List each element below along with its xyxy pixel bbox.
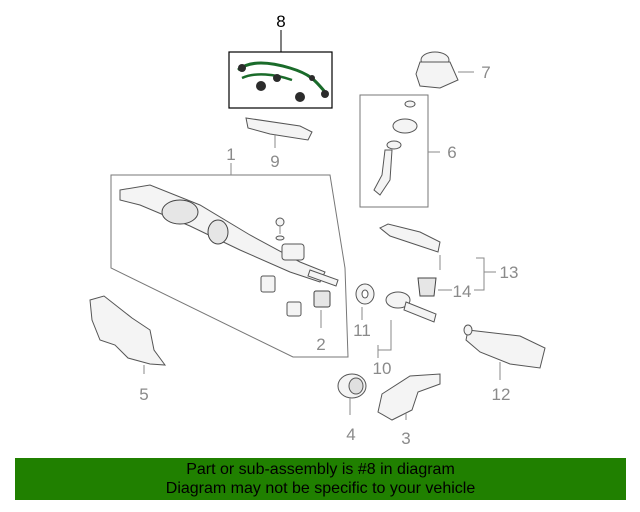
callout-13[interactable]: 13	[500, 263, 519, 282]
part-7-mount[interactable]	[415, 51, 474, 89]
part-11-washer[interactable]	[355, 283, 375, 320]
banner-line-2: Diagram may not be specific to your vehi…	[165, 480, 476, 497]
callout-11[interactable]: 11	[353, 321, 371, 340]
part-6-valve-assembly[interactable]	[359, 94, 440, 208]
callout-10[interactable]: 10	[373, 359, 392, 378]
part-13-tie-rod-end[interactable]	[379, 223, 496, 291]
part-1-steering-gear[interactable]	[110, 163, 349, 358]
part-4-bushing[interactable]	[337, 373, 367, 415]
callout-14[interactable]: 14	[453, 282, 472, 301]
parts-diagram: 8 9 1 2 5 7	[89, 12, 546, 448]
callout-3[interactable]: 3	[401, 429, 410, 448]
callout-5[interactable]: 5	[139, 385, 148, 404]
callout-2[interactable]: 2	[316, 335, 325, 354]
callout-8[interactable]: 8	[276, 12, 285, 31]
callout-9[interactable]: 9	[270, 152, 279, 171]
part-10-tie-rod[interactable]	[377, 291, 437, 358]
part-5-shield[interactable]	[89, 295, 167, 374]
part-14-nut[interactable]	[417, 277, 452, 297]
part-3-bracket[interactable]	[377, 373, 441, 421]
callout-4[interactable]: 4	[346, 425, 355, 444]
callout-7[interactable]: 7	[481, 63, 490, 82]
banner-line-1: Part or sub-assembly is #8 in diagram	[186, 461, 455, 478]
callout-1[interactable]: 1	[226, 145, 235, 164]
part-12-boot[interactable]	[463, 324, 546, 380]
notice-banner: Part or sub-assembly is #8 in diagram Di…	[15, 458, 626, 500]
callout-12[interactable]: 12	[492, 385, 511, 404]
part-bolt-small	[275, 217, 285, 241]
callout-6[interactable]: 6	[447, 143, 456, 162]
part-8-harness[interactable]	[228, 30, 333, 109]
part-2-bushings[interactable]	[260, 275, 331, 328]
part-9-bracket[interactable]	[245, 117, 313, 148]
